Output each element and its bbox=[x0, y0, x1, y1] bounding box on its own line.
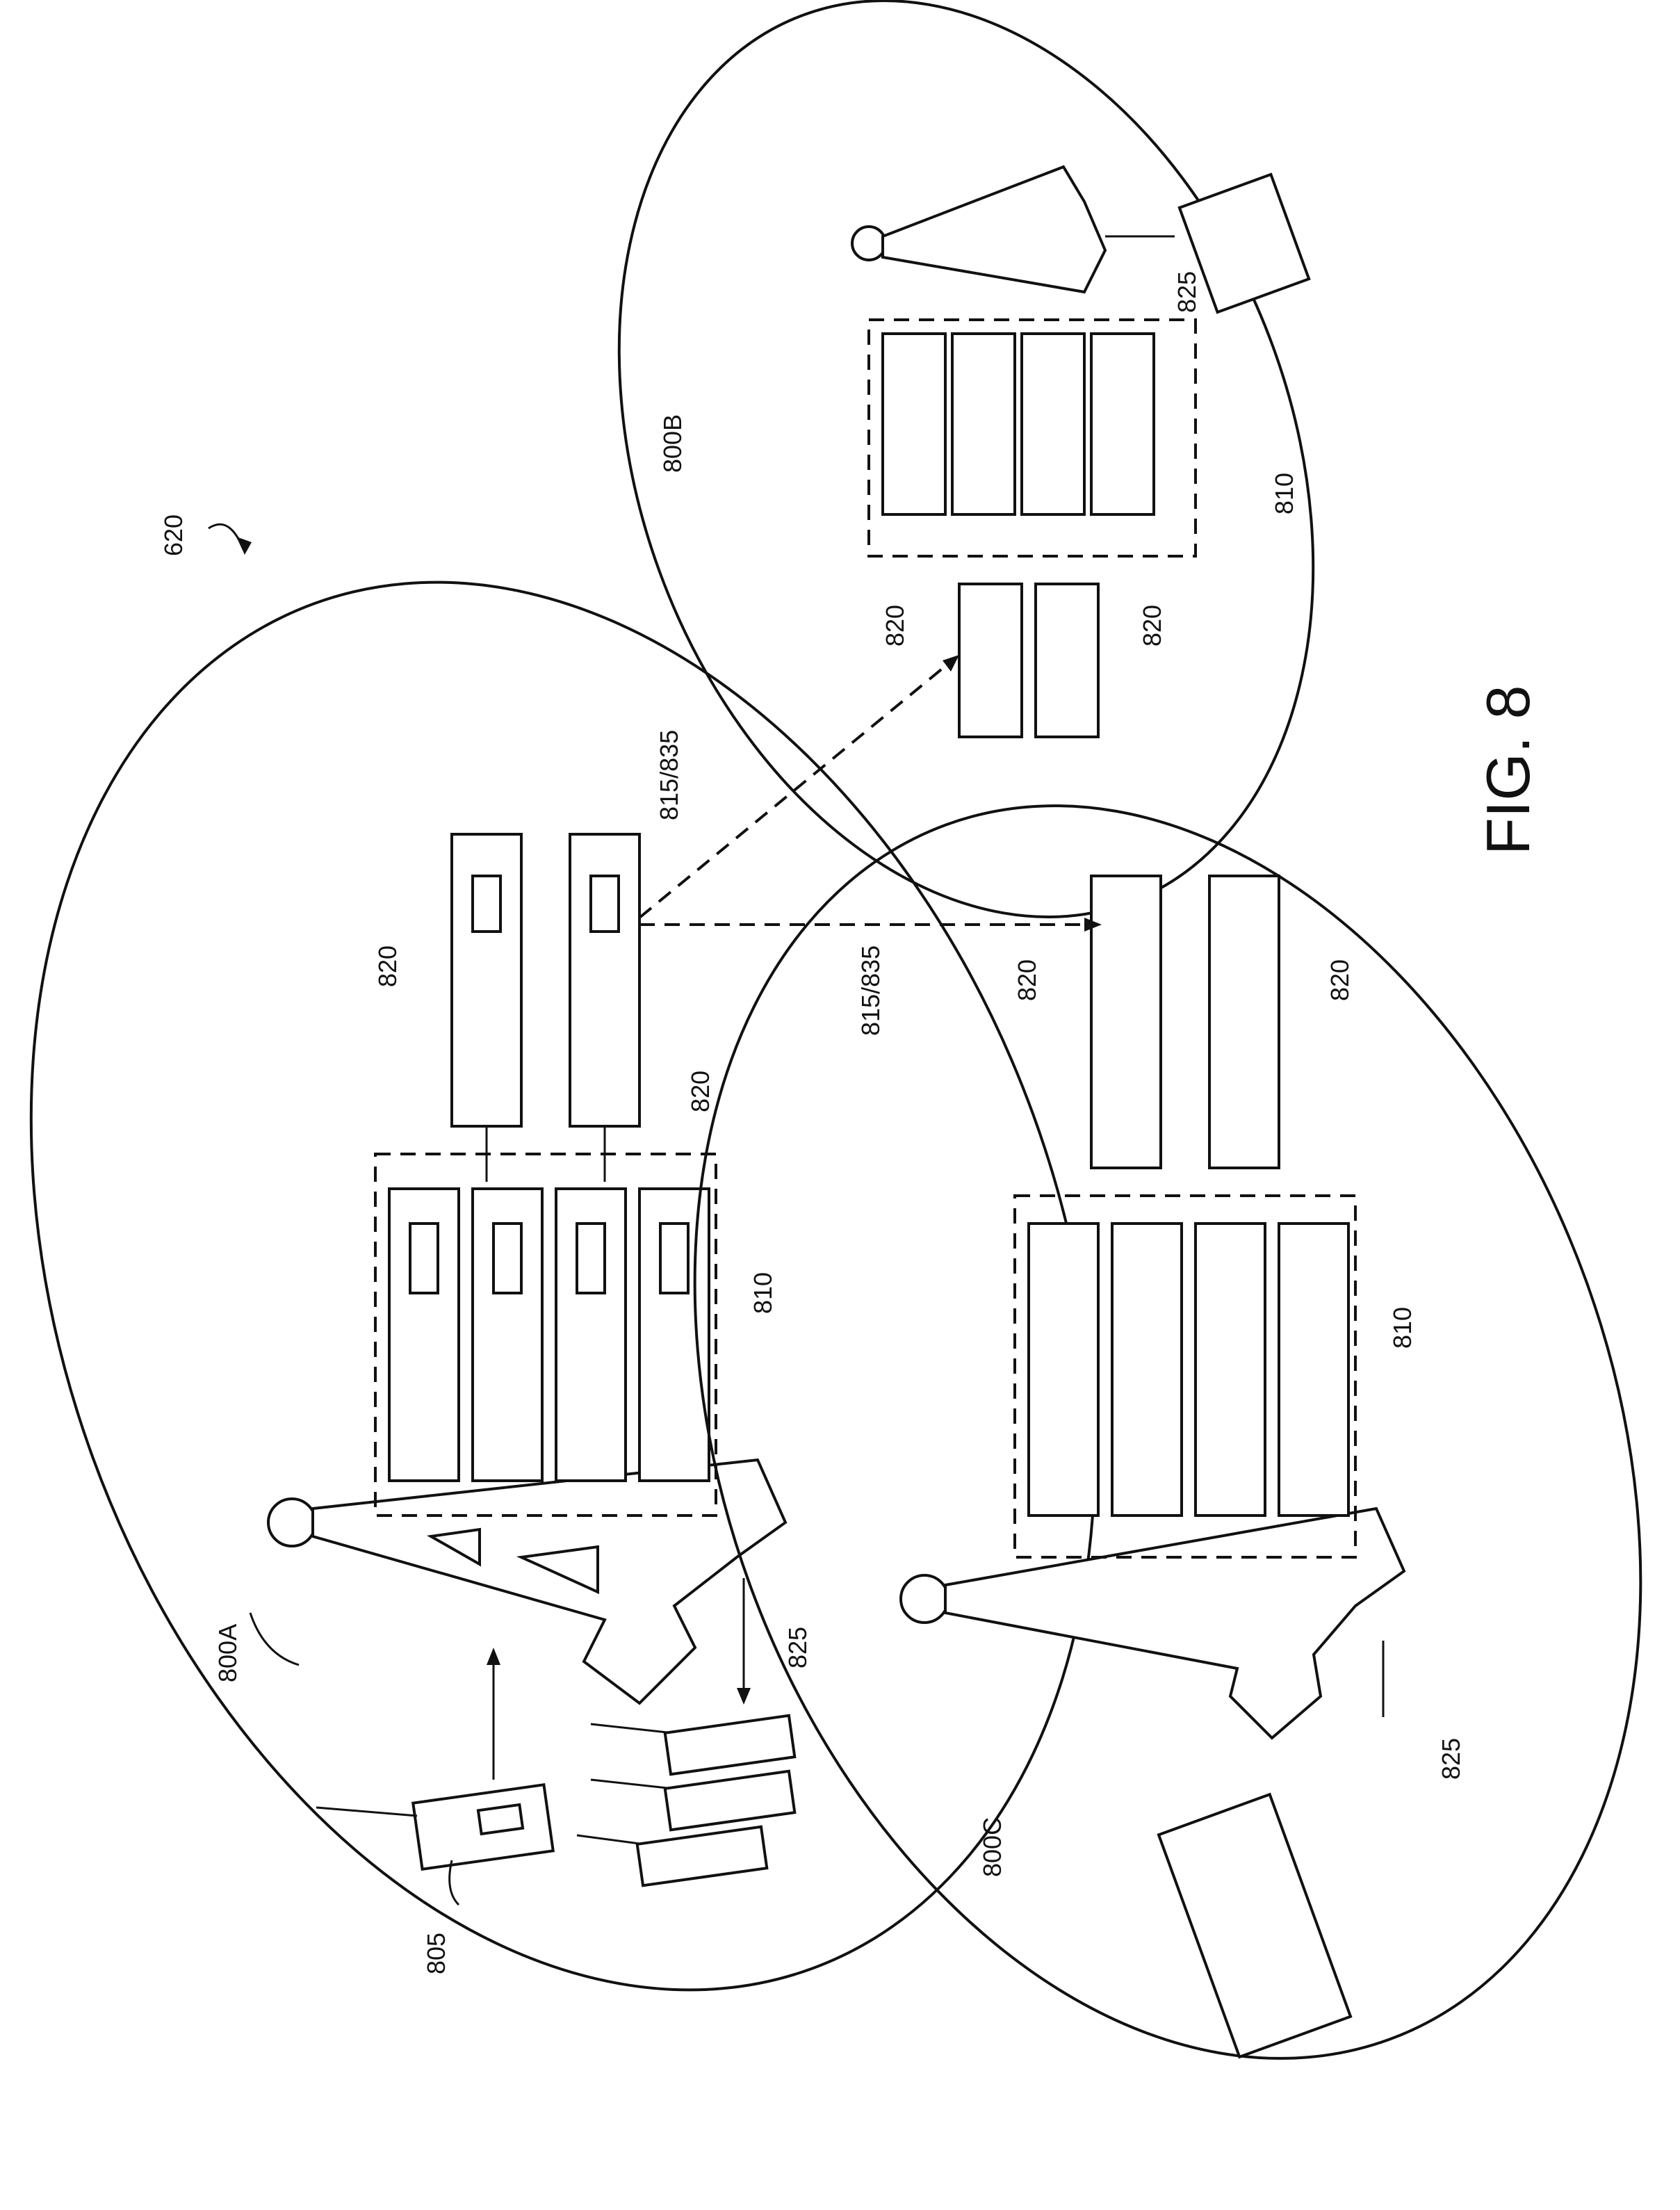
figure-ref-label: 620 bbox=[159, 514, 188, 556]
server-rack-list bbox=[1029, 1224, 1348, 1516]
server-label: 820 bbox=[1013, 959, 1041, 1001]
server-label: 820 bbox=[1138, 605, 1166, 647]
server-display-icon bbox=[473, 876, 500, 932]
radio-handset-icon bbox=[577, 1827, 767, 1885]
server-label: 820 bbox=[373, 945, 402, 987]
tower-antenna-icon bbox=[852, 227, 886, 260]
server-rack bbox=[1029, 1224, 1098, 1516]
radio-antenna-icon bbox=[577, 1835, 639, 1844]
tower-antenna-icon bbox=[268, 1499, 316, 1546]
figure-ref: 620 bbox=[159, 514, 252, 556]
region-800c-label: 800C bbox=[978, 1817, 1006, 1877]
radio-antenna-icon bbox=[591, 1724, 667, 1732]
radio-handset-icon bbox=[316, 1785, 553, 1869]
server-820 bbox=[1209, 876, 1279, 1168]
server-display-icon bbox=[660, 1224, 688, 1293]
figure-ref-arrowhead bbox=[236, 537, 252, 555]
tower-icon bbox=[268, 1460, 785, 1703]
server-820 bbox=[1091, 876, 1161, 1168]
figure-caption: FIG. 8 bbox=[1474, 685, 1542, 856]
server-rack bbox=[952, 334, 1015, 514]
server-rack bbox=[1112, 1224, 1182, 1516]
link-label: 815/835 bbox=[856, 945, 885, 1036]
air-link-label: 825 bbox=[1173, 271, 1201, 313]
server-rack-list bbox=[883, 334, 1154, 514]
server-group-label: 810 bbox=[1270, 473, 1298, 514]
tower-body-icon bbox=[883, 167, 1105, 292]
air-link-label: 825 bbox=[1437, 1738, 1465, 1780]
link-label: 815/835 bbox=[655, 730, 683, 820]
server-group-label: 810 bbox=[749, 1272, 777, 1314]
radio-antenna-icon bbox=[316, 1807, 417, 1816]
radio-screen-icon bbox=[478, 1805, 523, 1834]
radio-handset-icon bbox=[591, 1771, 794, 1830]
region-800a-label: 800A bbox=[213, 1624, 242, 1682]
server-820 bbox=[959, 584, 1022, 737]
server-rack bbox=[1279, 1224, 1348, 1516]
server-rack bbox=[883, 334, 945, 514]
server-label: 820 bbox=[1326, 959, 1354, 1001]
radio-antenna-icon bbox=[591, 1780, 667, 1788]
figure-ref-leader bbox=[209, 524, 243, 549]
server-label: 820 bbox=[686, 1071, 715, 1112]
radio-leader bbox=[450, 1860, 459, 1905]
radio-label: 805 bbox=[422, 1933, 450, 1974]
tower-icon bbox=[852, 167, 1105, 292]
server-display-icon bbox=[410, 1224, 438, 1293]
region-800a-leader bbox=[250, 1613, 299, 1665]
server-rack bbox=[1196, 1224, 1265, 1516]
radio-body-icon bbox=[637, 1827, 767, 1885]
radio-body-icon bbox=[665, 1716, 795, 1774]
radio-body-icon bbox=[665, 1771, 795, 1830]
tower-icon bbox=[901, 1509, 1404, 1738]
bus-body-icon bbox=[1159, 1794, 1351, 2057]
air-link-label: 825 bbox=[783, 1627, 812, 1668]
downlink-arrowhead bbox=[737, 1688, 751, 1705]
server-group-label: 810 bbox=[1388, 1307, 1417, 1349]
server-820 bbox=[1036, 584, 1098, 737]
server-display-icon bbox=[577, 1224, 605, 1293]
region-800b-label: 800B bbox=[658, 414, 687, 473]
server-display-icon bbox=[591, 876, 619, 932]
server-rack bbox=[1022, 334, 1084, 514]
link-arrowhead bbox=[943, 655, 959, 672]
server-rack-list bbox=[389, 1189, 709, 1481]
radio-handset-icon bbox=[591, 1716, 794, 1774]
bus-icon bbox=[1159, 1794, 1351, 2057]
tower-antenna-icon bbox=[901, 1575, 948, 1623]
uplink-arrowhead bbox=[487, 1648, 500, 1665]
server-rack bbox=[1091, 334, 1154, 514]
server-display-icon bbox=[494, 1224, 521, 1293]
server-label: 820 bbox=[881, 605, 909, 647]
